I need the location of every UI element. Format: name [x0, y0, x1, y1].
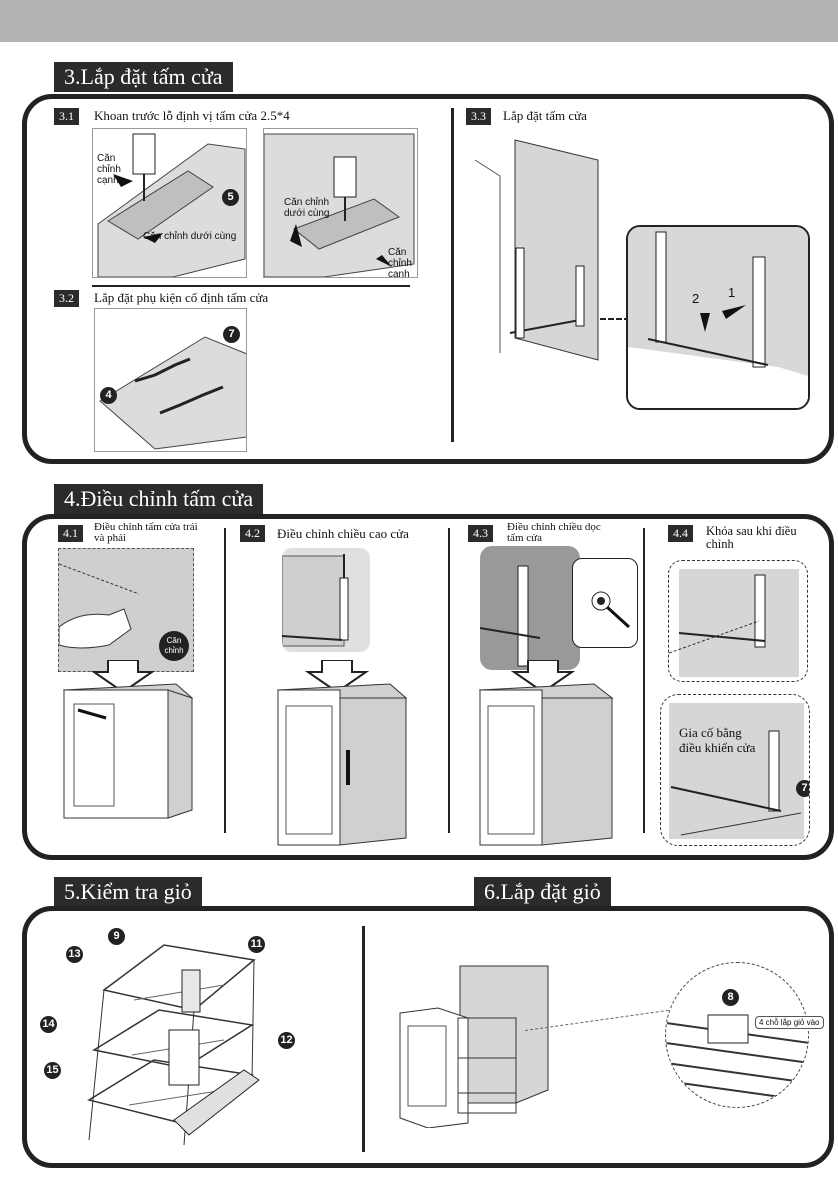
- part-badge-5: 5: [222, 189, 239, 206]
- step-3-1-number: 3.1: [54, 108, 79, 125]
- section-6-title: 6.Lắp đặt giỏ: [474, 877, 611, 907]
- callout-gia-co: Gia cố bằng điều khiển cửa: [679, 725, 756, 755]
- step-4-2-label: Điều chỉnh chiều cao cửa: [277, 526, 409, 541]
- section-4-divider-1: [224, 528, 226, 833]
- adjust-depth-zoom: [480, 546, 580, 670]
- callout-arrow-2: 2: [692, 291, 700, 306]
- step-4-3-number: 4.3: [468, 525, 493, 542]
- part-badge-13: 13: [66, 946, 83, 963]
- screw-detail: [572, 558, 638, 648]
- cabinet-drawing-4-2: [270, 660, 410, 850]
- part-badge-14: 14: [40, 1016, 57, 1033]
- step-3-2-label: Lắp đặt phụ kiện cố định tấm cửa: [94, 290, 269, 305]
- part-badge-11: 11: [248, 936, 265, 953]
- callout-can-chinh-canh-b: Căn chỉnh cạnh: [388, 247, 412, 278]
- top-bar: [0, 0, 838, 42]
- cabinet-drawing-4-1: [56, 660, 196, 820]
- part-badge-12: 12: [278, 1032, 295, 1049]
- section-4-divider-3: [643, 528, 645, 833]
- drill-drawing-a: [97, 133, 246, 277]
- section-4-divider-2: [448, 528, 450, 833]
- basket-exploded-drawing: [74, 930, 270, 1150]
- door-install-zoom: 2 1: [626, 225, 810, 410]
- part-badge-4: 4: [100, 387, 117, 404]
- step-3-rule: [92, 285, 410, 287]
- step-4-4-number: 4.4: [668, 525, 693, 542]
- step-4-1-number: 4.1: [58, 525, 83, 542]
- part-badge-7-b: 7: [796, 780, 809, 797]
- section-4-title: 4.Điều chỉnh tấm cửa: [54, 484, 264, 514]
- step-3-3-label: Lắp đặt tấm cửa: [503, 108, 587, 123]
- lock-zoom-b: Gia cố bằng điều khiển cửa 7: [660, 694, 810, 846]
- step-3-3-number: 3.3: [466, 108, 491, 125]
- part-badge-7: 7: [223, 326, 240, 343]
- part-badge-9: 9: [108, 928, 125, 945]
- part-badge-15: 15: [44, 1062, 61, 1079]
- part-badge-8: 8: [722, 989, 739, 1006]
- basket-install-drawing: [398, 958, 558, 1128]
- drill-illustration-a: Căn chỉnh cạnh Căn chỉnh dưới cùng 5: [92, 128, 247, 278]
- adjust-lr-zoom: Căn chỉnh: [58, 548, 194, 672]
- fixture-drawing: [99, 336, 246, 450]
- drill-illustration-b: Căn chỉnh dưới cùng Căn chỉnh cạnh: [263, 128, 418, 278]
- section-5-title: 5.Kiểm tra giỏ: [54, 877, 202, 907]
- basket-slot-zoom: 8: [665, 962, 809, 1108]
- lock-zoom-a: [668, 560, 808, 682]
- step-4-3-label: Điều chỉnh chiều dọc tấm cửa: [507, 521, 601, 544]
- section-3-title: 3.Lắp đặt tấm cửa: [54, 62, 233, 92]
- callout-can-chinh-duoi-cung-b: Căn chỉnh dưới cùng: [284, 197, 330, 219]
- section-5-6-divider: [362, 926, 365, 1152]
- cabinet-drawing-4-3: [476, 660, 616, 850]
- callout-arrow-1: 1: [728, 285, 736, 300]
- section-3-divider: [451, 108, 454, 442]
- fixture-illustration: 7 4: [94, 308, 247, 452]
- step-4-1-label: Điều chỉnh tấm cửa trái và phải: [94, 521, 198, 544]
- step-3-1-label: Khoan trước lỗ định vị tấm cửa 2.5*4: [94, 108, 290, 123]
- callout-can-chinh: Căn chỉnh: [159, 631, 189, 661]
- zoom-connector: [600, 318, 630, 320]
- door-install-drawing: [470, 138, 600, 363]
- step-4-2-number: 4.2: [240, 525, 265, 542]
- drill-drawing-b: [264, 133, 415, 277]
- adjust-height-zoom: [282, 548, 370, 652]
- step-3-2-number: 3.2: [54, 290, 79, 307]
- step-4-4-label: Khóa sau khi điều chỉnh: [706, 524, 797, 551]
- basket-slot-tag: 4 chỗ lắp giỏ vào: [755, 1016, 824, 1029]
- door-install-zoom-drawing: [628, 227, 808, 408]
- callout-can-chinh-canh-a: Căn chỉnh cạnh: [97, 153, 121, 186]
- callout-can-chinh-duoi-cung-a: Căn chỉnh dưới cùng: [143, 231, 237, 242]
